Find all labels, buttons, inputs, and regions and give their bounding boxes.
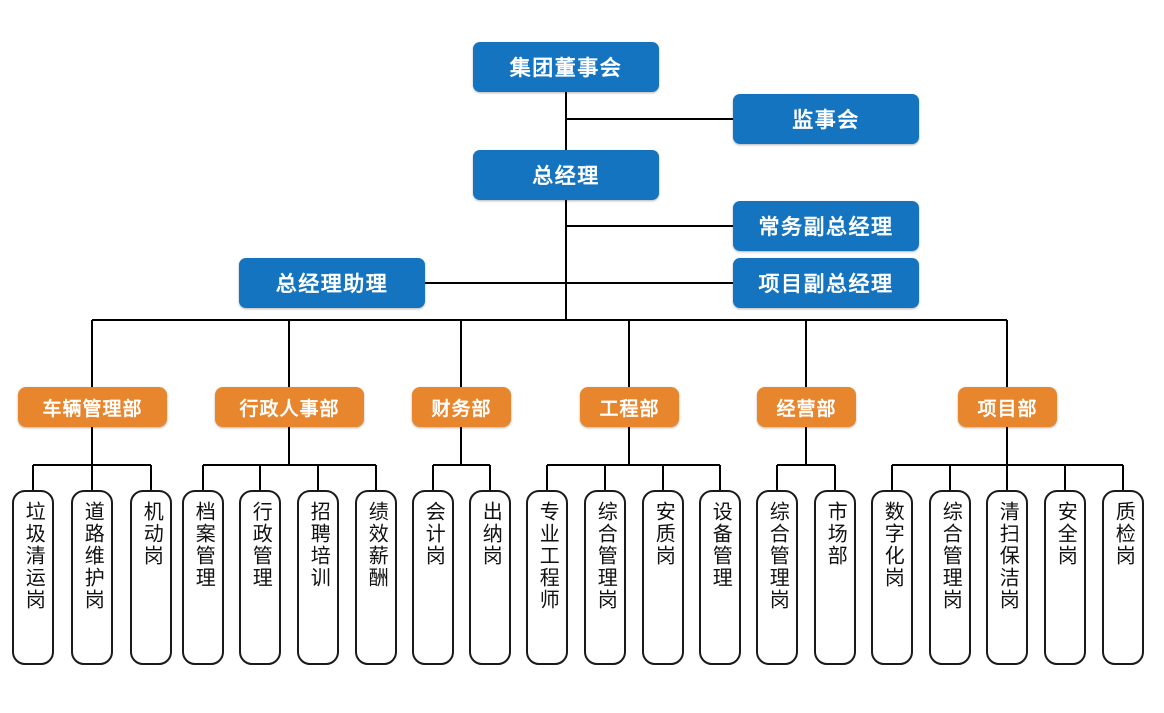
node-general-manager-label: 总经理 bbox=[532, 165, 600, 188]
post-box[interactable]: 综合管理岗 bbox=[756, 490, 798, 665]
post-label: 数字化岗 bbox=[881, 501, 904, 589]
post-label: 设备管理 bbox=[709, 501, 732, 589]
post-label: 道路维护岗 bbox=[81, 501, 104, 611]
post-label: 安质岗 bbox=[652, 501, 675, 567]
post-box[interactable]: 综合管理岗 bbox=[584, 490, 626, 665]
node-board[interactable]: 集团董事会 bbox=[473, 42, 659, 92]
post-label: 会计岗 bbox=[422, 501, 445, 567]
post-box[interactable]: 市场部 bbox=[814, 490, 856, 665]
post-box[interactable]: 垃圾清运岗 bbox=[12, 490, 54, 665]
department-engineering[interactable]: 工程部 bbox=[580, 387, 679, 427]
post-label: 质检岗 bbox=[1112, 501, 1135, 567]
department-label: 行政人事部 bbox=[239, 398, 340, 420]
node-executive-vice-gm[interactable]: 常务副总经理 bbox=[733, 201, 919, 251]
department-label: 车辆管理部 bbox=[42, 398, 143, 420]
post-box[interactable]: 出纳岗 bbox=[469, 490, 511, 665]
post-box[interactable]: 专业工程师 bbox=[526, 490, 568, 665]
post-label: 出纳岗 bbox=[479, 501, 502, 567]
node-general-manager[interactable]: 总经理 bbox=[473, 150, 659, 200]
department-label: 工程部 bbox=[599, 398, 660, 420]
post-box[interactable]: 招聘培训 bbox=[297, 490, 339, 665]
post-label: 专业工程师 bbox=[536, 501, 559, 611]
department-administration-hr[interactable]: 行政人事部 bbox=[215, 387, 364, 427]
node-project-vice-gm[interactable]: 项目副总经理 bbox=[733, 258, 919, 308]
node-board-label: 集团董事会 bbox=[509, 57, 623, 80]
node-supervisory-board-label: 监事会 bbox=[792, 109, 860, 132]
post-box[interactable]: 质检岗 bbox=[1102, 490, 1144, 665]
department-finance[interactable]: 财务部 bbox=[412, 387, 511, 427]
post-label: 档案管理 bbox=[192, 501, 215, 589]
node-gm-assistant-label: 总经理助理 bbox=[275, 273, 389, 296]
post-label: 综合管理岗 bbox=[766, 501, 789, 611]
post-box[interactable]: 绩效薪酬 bbox=[355, 490, 397, 665]
post-label: 安全岗 bbox=[1054, 501, 1077, 567]
post-box[interactable]: 设备管理 bbox=[699, 490, 741, 665]
post-label: 市场部 bbox=[824, 501, 847, 567]
post-label: 机动岗 bbox=[140, 501, 163, 567]
post-box[interactable]: 会计岗 bbox=[412, 490, 454, 665]
department-vehicle-management[interactable]: 车辆管理部 bbox=[18, 387, 167, 427]
node-executive-vice-gm-label: 常务副总经理 bbox=[758, 216, 894, 239]
department-label: 财务部 bbox=[431, 398, 492, 420]
post-box[interactable]: 清扫保洁岗 bbox=[986, 490, 1028, 665]
post-box[interactable]: 安质岗 bbox=[642, 490, 684, 665]
department-project[interactable]: 项目部 bbox=[958, 387, 1057, 427]
department-operations[interactable]: 经营部 bbox=[757, 387, 856, 427]
post-box[interactable]: 行政管理 bbox=[239, 490, 281, 665]
post-label: 招聘培训 bbox=[307, 501, 330, 589]
post-box[interactable]: 档案管理 bbox=[182, 490, 224, 665]
post-box[interactable]: 综合管理岗 bbox=[929, 490, 971, 665]
post-label: 垃圾清运岗 bbox=[22, 501, 45, 611]
post-box[interactable]: 安全岗 bbox=[1044, 490, 1086, 665]
post-label: 清扫保洁岗 bbox=[996, 501, 1019, 611]
post-label: 综合管理岗 bbox=[594, 501, 617, 611]
node-gm-assistant[interactable]: 总经理助理 bbox=[239, 258, 425, 308]
node-project-vice-gm-label: 项目副总经理 bbox=[758, 273, 894, 296]
post-box[interactable]: 机动岗 bbox=[130, 490, 172, 665]
node-supervisory-board[interactable]: 监事会 bbox=[733, 94, 919, 144]
post-box[interactable]: 道路维护岗 bbox=[71, 490, 113, 665]
post-box[interactable]: 数字化岗 bbox=[871, 490, 913, 665]
department-label: 经营部 bbox=[776, 398, 837, 420]
post-label: 行政管理 bbox=[249, 501, 272, 589]
post-label: 综合管理岗 bbox=[939, 501, 962, 611]
department-label: 项目部 bbox=[977, 398, 1038, 420]
post-label: 绩效薪酬 bbox=[365, 501, 388, 589]
